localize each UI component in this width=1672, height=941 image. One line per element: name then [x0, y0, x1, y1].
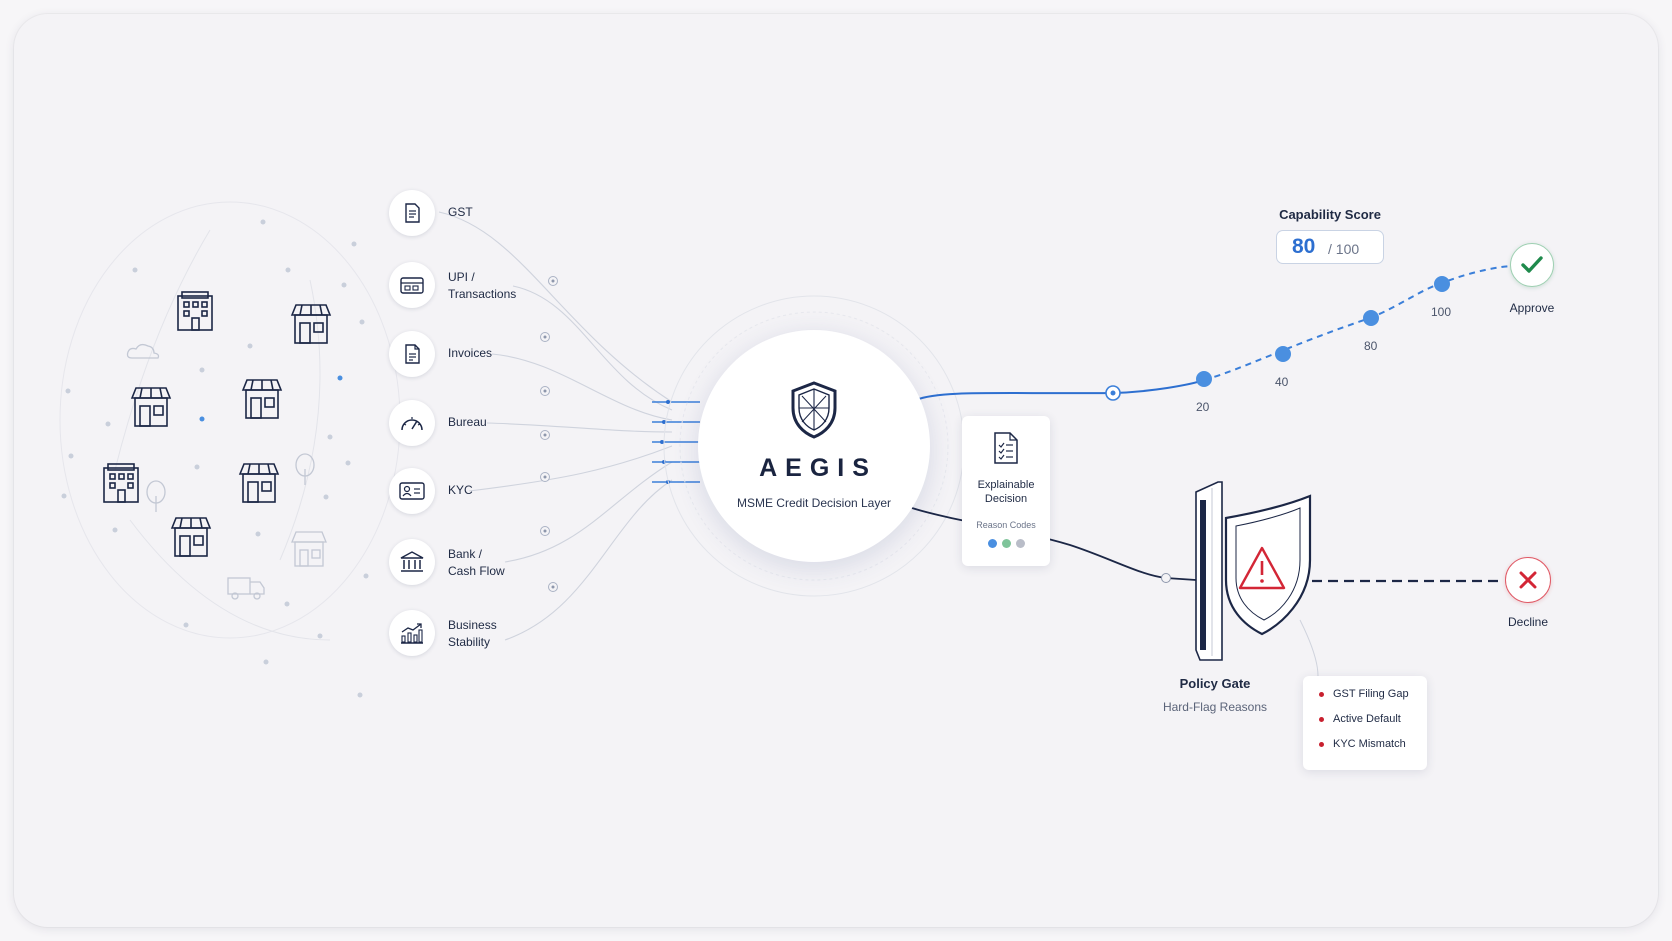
score-tick-20: 20 — [1196, 400, 1210, 414]
flag-bullet — [1319, 717, 1324, 722]
delivery-truck-icon — [227, 577, 265, 600]
storefront-icon-faded — [291, 531, 327, 567]
source-label-upi: UPI / Transactions — [448, 270, 517, 301]
source-connectors — [438, 211, 673, 641]
source-label-invoices: Invoices — [448, 346, 493, 360]
hub-brand: AEGIS — [759, 454, 877, 482]
capability-score-value: 80 — [1292, 235, 1316, 258]
gauge-icon — [401, 417, 423, 431]
checklist-document-icon — [994, 432, 1018, 464]
decline-path — [911, 507, 1197, 581]
flag-bullet — [1319, 742, 1324, 747]
hard-flag-item: KYC Mismatch — [1333, 738, 1406, 750]
approve-path-dashed — [1203, 265, 1515, 381]
hard-flag-item: GST Filing Gap — [1333, 688, 1409, 700]
reason-codes-label: Reason Codes — [976, 520, 1036, 530]
source-label-kyc: KYC — [448, 483, 473, 497]
approve-label: Approve — [1509, 301, 1555, 315]
aegis-shield-logo-icon — [791, 381, 837, 439]
policy-gate-pillar — [1195, 481, 1223, 661]
bank-icon — [400, 551, 424, 572]
source-business-stability — [389, 610, 435, 656]
storefront-icon — [130, 387, 172, 427]
flag-bullet — [1319, 692, 1324, 697]
cluster-dots — [61, 219, 369, 698]
flags-leader-line — [1299, 619, 1319, 677]
connector-node-rings — [540, 276, 558, 592]
cluster-arcs — [114, 229, 331, 641]
aegis-hub: AEGIS MSME Credit Decision Layer — [698, 330, 930, 562]
capability-score-box: 80 / 100 — [1276, 230, 1384, 264]
score-tick-40: 40 — [1275, 375, 1289, 389]
score-tick-100: 100 — [1431, 305, 1452, 319]
source-upi — [389, 262, 435, 308]
tree-icon — [146, 480, 166, 512]
storefront-icon — [238, 463, 280, 503]
score-tick-80: 80 — [1364, 339, 1378, 353]
source-invoices — [389, 331, 435, 377]
source-label-business-stability: Business Stability — [448, 618, 497, 649]
decline-node — [1505, 557, 1551, 603]
approve-path-start-node-center — [1110, 390, 1116, 396]
decline-path-node — [1161, 573, 1171, 583]
capability-score-label: Capability Score — [1279, 207, 1381, 222]
source-label-bank: Bank / Cash Flow — [448, 547, 505, 578]
office-building-icon — [103, 463, 139, 503]
decline-label: Decline — [1507, 615, 1549, 629]
connector-node-centers — [543, 279, 555, 589]
policy-gate-title: Policy Gate — [1179, 676, 1251, 691]
hub-inlet-ticks — [652, 401, 700, 483]
reason-code-dot-gray — [1016, 539, 1025, 548]
storefront-icon — [290, 304, 332, 344]
approve-path-solid — [915, 379, 1205, 401]
explainable-title-line1: Explainable — [977, 479, 1035, 491]
hard-flags-panel: GST Filing Gap Active Default KYC Mismat… — [1303, 676, 1427, 770]
storefront-icon — [170, 517, 212, 557]
check-icon — [1521, 256, 1543, 273]
growth-chart-icon — [401, 623, 423, 644]
id-card-icon — [399, 482, 425, 500]
reason-code-dot-green — [1002, 539, 1011, 548]
policy-gate-shield-icon — [1224, 494, 1312, 636]
hard-flag-item: Active Default — [1333, 713, 1401, 725]
source-kyc — [389, 468, 435, 514]
close-x-icon — [1519, 571, 1537, 589]
document-icon — [405, 203, 420, 223]
invoice-icon — [405, 344, 420, 364]
source-bureau — [389, 400, 435, 446]
source-gst — [389, 190, 435, 236]
hub-halo-inner — [679, 311, 949, 581]
approve-node — [1510, 243, 1554, 287]
score-tick-points — [1196, 276, 1450, 387]
storefront-icon — [241, 379, 283, 419]
office-building-icon — [177, 291, 213, 331]
source-label-gst: GST — [448, 205, 473, 219]
explainable-title-line2: Decision — [984, 493, 1028, 505]
hub-tagline: MSME Credit Decision Layer — [736, 496, 892, 510]
capability-score-max: / 100 — [1328, 241, 1360, 257]
tree-icon — [295, 453, 315, 485]
cluster-accent-dots — [199, 375, 343, 422]
cloud-icon — [126, 343, 160, 359]
reason-code-dot-blue — [988, 539, 997, 548]
source-label-bureau: Bureau — [448, 415, 487, 429]
hub-inlet-dots — [660, 400, 670, 484]
card-icon — [400, 277, 424, 294]
explainable-decision-panel: Explainable Decision Reason Codes — [962, 416, 1050, 566]
policy-gate-subtitle: Hard-Flag Reasons — [1162, 700, 1268, 714]
source-bank — [389, 539, 435, 585]
